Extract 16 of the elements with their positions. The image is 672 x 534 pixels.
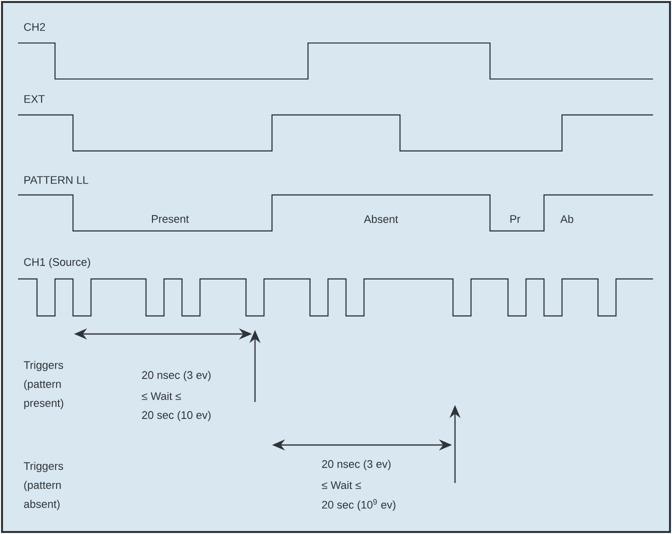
wait-text: 20 nsec (3 ev) xyxy=(322,460,391,470)
state-label: Pr xyxy=(510,215,520,223)
wait-text: 20 sec (10 ev) xyxy=(142,410,211,422)
state-label: Present xyxy=(152,215,189,223)
trigger-note: Triggers (pattern present) xyxy=(24,360,64,410)
state-label: Ab xyxy=(560,214,574,224)
signal-name: CH1 (Source) xyxy=(24,258,90,268)
wait-text: ≤ Wait ≤ xyxy=(322,480,361,490)
signal-name: PATTERN LL xyxy=(24,176,88,184)
signal-name: CH2 xyxy=(24,23,45,31)
wait-text: ≤ Wait ≤ xyxy=(142,392,181,400)
wait-text: 20 nsec (3 ev) xyxy=(142,370,211,382)
state-label: Absent xyxy=(364,214,398,224)
trigger-note: Triggers (pattern absent) xyxy=(24,462,64,510)
wait-text: 20 sec (10$^{9}$ ev) xyxy=(322,499,396,511)
signal-name: EXT xyxy=(24,95,45,103)
